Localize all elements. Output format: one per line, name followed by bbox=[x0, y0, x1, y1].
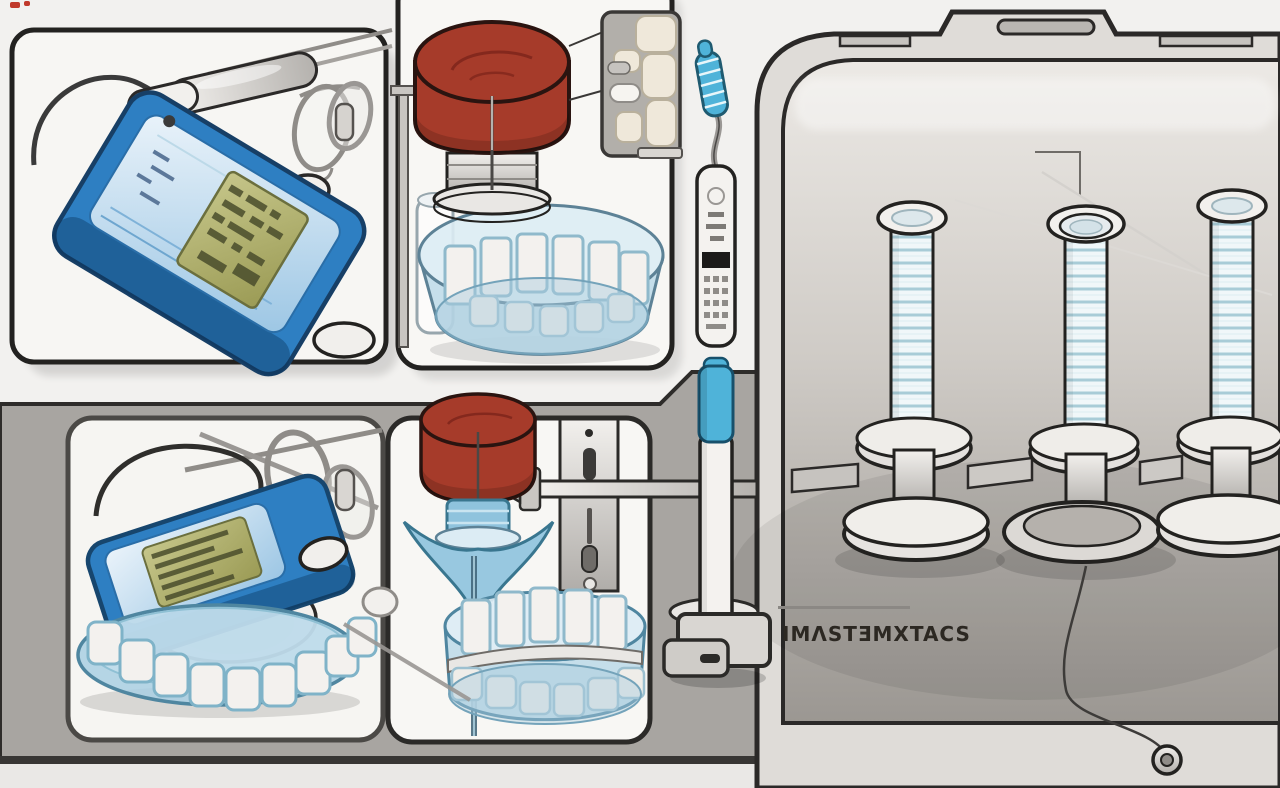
ribbed-column-3 bbox=[1156, 188, 1280, 558]
cord-wire bbox=[1062, 565, 1168, 755]
clamp-slot bbox=[700, 654, 720, 663]
probe-tool bbox=[167, 51, 319, 115]
device-cable bbox=[93, 443, 264, 517]
cable-clip bbox=[163, 115, 176, 128]
case-latch-left bbox=[838, 34, 912, 48]
panel-top-middle bbox=[390, 0, 683, 380]
ribbed-column-1 bbox=[835, 200, 1005, 578]
case-wall-highlight bbox=[795, 78, 1275, 130]
tablet-row-upper bbox=[460, 586, 628, 656]
red-cap-top bbox=[413, 20, 571, 104]
dental-tray bbox=[76, 603, 378, 718]
pen-logo bbox=[707, 187, 725, 205]
face-tickmarks bbox=[136, 149, 175, 206]
small-vial bbox=[334, 102, 355, 142]
base-link-plates bbox=[790, 454, 1184, 494]
pen-label-band bbox=[702, 252, 730, 268]
label-underline bbox=[778, 606, 910, 609]
bottom-dark-line bbox=[0, 756, 1280, 764]
molars bbox=[613, 15, 677, 147]
red-cap-dispenser bbox=[419, 392, 537, 540]
pen-label-dots bbox=[704, 276, 728, 329]
stand-rod bbox=[398, 91, 409, 348]
case-latch-right bbox=[1158, 34, 1254, 48]
strip-vial-pen bbox=[694, 39, 737, 348]
pour-bowl bbox=[443, 586, 647, 725]
screen-glyphs bbox=[151, 529, 244, 601]
white-pill-button bbox=[312, 321, 376, 359]
pen-cap bbox=[697, 364, 735, 444]
meter-screen bbox=[176, 170, 309, 309]
clamp-foot bbox=[662, 638, 730, 678]
ribbed-column-2 bbox=[996, 204, 1176, 580]
white-pill-button bbox=[298, 536, 349, 572]
tablet-row-lower bbox=[468, 292, 636, 338]
applicator-pen-on-stand bbox=[662, 356, 772, 688]
slotted-bracket bbox=[558, 417, 620, 593]
small-vial bbox=[334, 468, 356, 512]
red-cap-vial bbox=[413, 20, 571, 190]
panel-top-left bbox=[9, 27, 398, 377]
meter-device-1 bbox=[52, 90, 367, 377]
panel-bottom-left bbox=[65, 415, 386, 743]
cord-grommet-center bbox=[1160, 753, 1174, 767]
molar-strip bbox=[568, 10, 683, 159]
screen-glyphs bbox=[196, 184, 284, 287]
pen-label-text bbox=[706, 212, 726, 241]
white-ball bbox=[361, 586, 399, 618]
case-handle-slot bbox=[996, 18, 1096, 36]
stand-rod-top bbox=[390, 85, 416, 96]
stray-rod bbox=[342, 622, 472, 702]
stray-red-specks bbox=[10, 1, 30, 8]
case-printed-label: IMΛSTƎMXTACS bbox=[782, 622, 971, 646]
blue-brush bbox=[694, 39, 729, 118]
silver-band bbox=[447, 644, 643, 674]
equipment-case: IMΛSTƎMXTACS bbox=[730, 9, 1280, 788]
meter-body-shade bbox=[52, 217, 290, 376]
tablet-row-lower bbox=[450, 666, 646, 718]
panel-bottom-middle bbox=[385, 392, 759, 745]
tool-rod-1 bbox=[184, 427, 383, 473]
dish-of-tablets bbox=[417, 203, 665, 364]
teeth-cubes bbox=[86, 616, 378, 712]
